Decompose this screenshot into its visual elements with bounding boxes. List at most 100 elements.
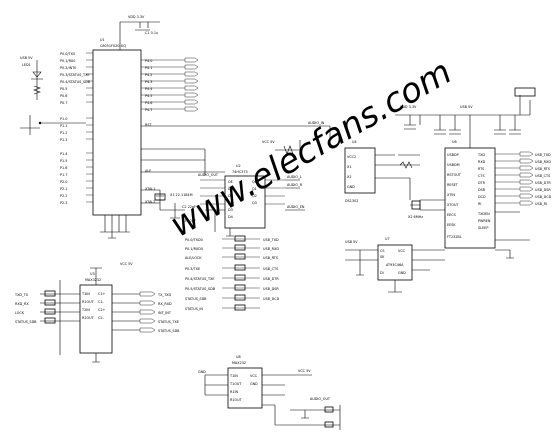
svg-text:T1OUT: T1OUT bbox=[229, 382, 242, 386]
svg-text:CTS: CTS bbox=[478, 174, 485, 178]
crystal-x1: X1 22.1184M C2 22pF C3 22pF bbox=[154, 190, 196, 223]
svg-text:P0.0/TX0: P0.0/TX0 bbox=[60, 52, 75, 56]
svg-text:P0.7: P0.7 bbox=[60, 101, 67, 105]
svg-text:Q1: Q1 bbox=[252, 187, 257, 191]
u4-ref: U4 bbox=[352, 140, 357, 144]
svg-text:USB_DCD: USB_DCD bbox=[535, 195, 552, 199]
svg-text:P1.5: P1.5 bbox=[60, 159, 67, 163]
svg-text:C2-: C2- bbox=[98, 316, 105, 320]
u3-net-0: TXD_TX bbox=[14, 293, 29, 297]
u3-out-2: INT_INT bbox=[158, 311, 172, 315]
svg-text:P0.6: P0.6 bbox=[60, 94, 67, 98]
u7-part: AT93C46A bbox=[386, 263, 404, 267]
svg-text:P0.0/TXD0: P0.0/TXD0 bbox=[185, 238, 203, 242]
svg-text:P4.2: P4.2 bbox=[145, 73, 152, 77]
svg-text:D4: D4 bbox=[228, 215, 233, 219]
svg-text:SLEEP: SLEEP bbox=[478, 226, 488, 230]
usb5v-label-left: USB 5V bbox=[20, 56, 33, 60]
svg-text:USB_RTS: USB_RTS bbox=[263, 256, 278, 260]
svg-text:P1.6: P1.6 bbox=[60, 166, 67, 170]
chip-u2: U2 74HC373 OE D0 D1 D2 D3 D4 Q0 Q1 Q2 Q3… bbox=[198, 164, 305, 237]
svg-text:USB_DSR: USB_DSR bbox=[263, 287, 279, 291]
u2-net-1: AUDIO_L bbox=[287, 175, 302, 179]
cap-c3-label: C3 22pF bbox=[182, 219, 196, 223]
svg-text:XTAL2: XTAL2 bbox=[145, 200, 155, 204]
u3-out-0: TX_TXD bbox=[157, 293, 171, 297]
svg-text:T1IN: T1IN bbox=[81, 292, 90, 296]
svg-text:ALE/LOCK: ALE/LOCK bbox=[185, 256, 202, 260]
svg-text:RI: RI bbox=[478, 202, 481, 206]
vcc-label-mid: VCC 5V bbox=[262, 140, 275, 144]
svg-text:RST: RST bbox=[145, 123, 153, 127]
svg-text:DTR: DTR bbox=[478, 181, 486, 185]
u1-part: C8051F020-GQ bbox=[100, 44, 126, 48]
jumper-block: P0.0/TXD0 P0.1/RXD0 ALE/LOCK P0.3/TXE P0… bbox=[185, 235, 280, 311]
u8-net-left: GND bbox=[198, 370, 206, 374]
u7-ref: U7 bbox=[385, 237, 390, 241]
svg-text:P4.6: P4.6 bbox=[145, 101, 152, 105]
svg-text:USB_DTR: USB_DTR bbox=[263, 277, 279, 281]
svg-text:P1.3: P1.3 bbox=[60, 138, 67, 142]
svg-text:C1+: C1+ bbox=[98, 292, 106, 296]
svg-text:P1.1: P1.1 bbox=[60, 124, 67, 128]
svg-text:P4.1: P4.1 bbox=[145, 66, 152, 70]
svg-text:P0.3/STATUS_TXE: P0.3/STATUS_TXE bbox=[60, 73, 90, 77]
svg-text:P1.7: P1.7 bbox=[60, 173, 67, 177]
svg-text:GND: GND bbox=[398, 271, 406, 275]
svg-text:STATUS_IN: STATUS_IN bbox=[185, 307, 203, 311]
svg-text:R1OUT: R1OUT bbox=[230, 398, 243, 402]
svg-text:P1.4: P1.4 bbox=[60, 152, 67, 156]
svg-text:P1.0: P1.0 bbox=[60, 117, 67, 121]
svg-text:P2.3: P2.3 bbox=[60, 201, 67, 205]
svg-text:PWREN: PWREN bbox=[478, 219, 491, 223]
svg-text:R1IN: R1IN bbox=[230, 390, 239, 394]
chip-u1: U1 C8051F020-GQ VDD 3.3V C1 0.1u P0.0/TX… bbox=[20, 15, 199, 239]
svg-text:DSR: DSR bbox=[478, 188, 486, 192]
svg-text:P0.4/STATUS_SDB: P0.4/STATUS_SDB bbox=[60, 80, 91, 84]
svg-text:D1: D1 bbox=[228, 194, 233, 198]
led-label: LED1 bbox=[22, 63, 31, 67]
svg-text:VCC2: VCC2 bbox=[347, 155, 356, 159]
svg-text:X2: X2 bbox=[347, 175, 351, 179]
u1-supply-label: VDD 3.3V bbox=[128, 15, 145, 19]
u2-part: 74HC373 bbox=[232, 170, 248, 174]
svg-text:CS: CS bbox=[380, 249, 385, 253]
svg-text:P4.0: P4.0 bbox=[145, 59, 152, 63]
svg-text:USB_DTR: USB_DTR bbox=[535, 181, 551, 185]
u3-ref: U3 bbox=[90, 272, 95, 276]
svg-text:P2.2: P2.2 bbox=[60, 194, 67, 198]
svg-text:USB_TXD: USB_TXD bbox=[535, 153, 551, 157]
svg-text:OE: OE bbox=[228, 180, 233, 184]
svg-text:P0.4/STATUS_TXE: P0.4/STATUS_TXE bbox=[185, 277, 215, 281]
u7-supply: USB 5V bbox=[345, 240, 358, 244]
svg-text:P2.0: P2.0 bbox=[60, 180, 67, 184]
svg-text:C1-: C1- bbox=[98, 300, 105, 304]
svg-text:RXD: RXD bbox=[478, 160, 486, 164]
svg-text:USB_RXD: USB_RXD bbox=[263, 247, 279, 251]
u2-ref: U2 bbox=[236, 164, 241, 168]
svg-text:DI: DI bbox=[380, 271, 384, 275]
svg-text:RSTOUT: RSTOUT bbox=[447, 173, 462, 177]
svg-text:Q3: Q3 bbox=[252, 201, 257, 205]
svg-text:STATUS_SDB: STATUS_SDB bbox=[185, 297, 207, 301]
svg-text:SK: SK bbox=[380, 255, 385, 259]
svg-text:T1IN: T1IN bbox=[229, 374, 238, 378]
u6-ref: U6 bbox=[452, 140, 457, 144]
u6-supply-left: VDD 3.3V bbox=[400, 105, 417, 109]
svg-text:TXDEN: TXDEN bbox=[477, 212, 490, 216]
svg-text:USB_CTS: USB_CTS bbox=[263, 267, 278, 271]
svg-text:P0.1/RXD0: P0.1/RXD0 bbox=[185, 247, 203, 251]
svg-text:P0.5/STATUS_SDB: P0.5/STATUS_SDB bbox=[185, 287, 216, 291]
reset-label: AUDIO_IN bbox=[308, 121, 325, 125]
svg-text:VCC: VCC bbox=[250, 374, 258, 378]
svg-text:D2: D2 bbox=[228, 201, 233, 205]
u1-right-pins: P4.0 P4.1 P4.2 P4.3 P4.4 P4.5 P4.6 P4.7 … bbox=[145, 59, 155, 204]
crystal-label: X1 22.1184M bbox=[170, 193, 193, 197]
svg-text:R2OUT: R2OUT bbox=[82, 316, 95, 320]
svg-text:USBDM: USBDM bbox=[447, 163, 460, 167]
svg-text:RTS: RTS bbox=[478, 167, 484, 171]
u8-net-supply: VCC 5V bbox=[298, 369, 311, 373]
svg-text:D0: D0 bbox=[228, 187, 233, 191]
svg-text:GND: GND bbox=[347, 185, 355, 189]
svg-text:DCD: DCD bbox=[478, 195, 486, 199]
